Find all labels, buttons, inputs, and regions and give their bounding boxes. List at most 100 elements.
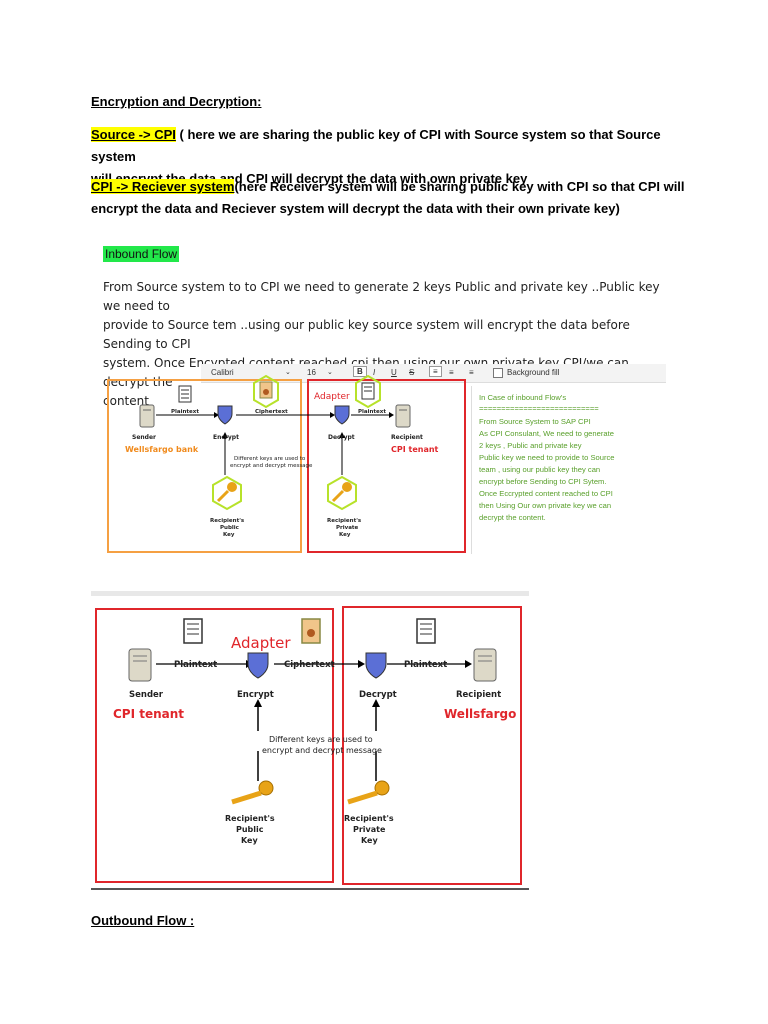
sender-server-icon xyxy=(128,648,152,682)
public-key-label: Recipient's xyxy=(210,518,245,524)
font-name[interactable]: Calibri xyxy=(211,368,234,377)
recipient-server-icon xyxy=(473,648,497,682)
note-line: From Source System to SAP CPI xyxy=(479,417,591,426)
font-dropdown-icon[interactable]: ⌄ xyxy=(285,369,291,376)
left-boundary-box xyxy=(107,379,302,553)
inbound-screenshot: Inbound Flow From Source system to to CP… xyxy=(91,236,669,554)
right-org-label: Wellsfargo xyxy=(444,707,516,721)
paragraph-line: ( here we are sharing the public key of … xyxy=(91,127,661,164)
note-line: 2 keys , Public and private key xyxy=(479,441,582,450)
decrypt-shield-icon xyxy=(334,405,350,425)
private-key-label: Recipient's xyxy=(344,814,394,823)
private-key-icon xyxy=(347,780,390,805)
sender-server-icon xyxy=(139,404,155,428)
recipient-label: Recipient xyxy=(456,690,501,700)
plaintext-label: Plaintext xyxy=(404,660,447,670)
align-left-icon[interactable]: ≡ xyxy=(429,366,442,377)
outbound-diagram: Adapter Plaintext Ciphertext Plaintext S… xyxy=(95,606,522,885)
private-key-label: Private xyxy=(353,825,386,834)
background-fill-label: Background fill xyxy=(507,368,560,377)
encrypt-label: Encrypt xyxy=(213,434,239,441)
sender-label: Sender xyxy=(132,434,156,441)
paragraph-cpi-to-receiver: CPI -> Reciever system(here Receiver sys… xyxy=(91,176,691,220)
inbound-description-line: provide to Source tem ..using our public… xyxy=(103,318,630,351)
left-org-label: CPI tenant xyxy=(113,707,184,721)
inbound-flow-tag: Inbound Flow xyxy=(103,246,180,262)
font-size[interactable]: 16 xyxy=(307,368,316,377)
source-to-cpi-label: Source -> CPI xyxy=(91,127,176,142)
encrypt-shield-icon xyxy=(247,652,269,679)
outbound-heading: Outbound Flow : xyxy=(91,913,195,928)
right-org-label: CPI tenant xyxy=(391,445,439,454)
public-key-icon xyxy=(231,780,274,805)
inbound-diagram: Adapter Plaintext Ciphertext Plaintext S… xyxy=(107,374,466,553)
private-key-label: Key xyxy=(361,836,378,845)
left-org-label: Wellsfargo bank xyxy=(125,445,199,454)
plaintext-label: Plaintext xyxy=(358,409,386,415)
inbound-description-line: From Source system to to CPI we need to … xyxy=(103,280,660,313)
ciphertext-label: Ciphertext xyxy=(284,660,335,670)
outbound-screenshot: Adapter Plaintext Ciphertext Plaintext S… xyxy=(91,591,529,891)
size-dropdown-icon[interactable]: ⌄ xyxy=(327,369,333,376)
public-key-label: Recipient's xyxy=(225,814,275,823)
strike-button[interactable]: S xyxy=(409,368,415,377)
note-line: encrypt before Sending to CPI Sytem. xyxy=(479,477,607,486)
bold-button[interactable]: B xyxy=(353,366,367,377)
encrypt-shield-icon xyxy=(217,405,233,425)
plaintext-label: Plaintext xyxy=(174,660,217,670)
public-key-icon xyxy=(212,475,242,511)
note-line: In Case of inbound Flow's xyxy=(479,393,567,402)
private-key-label: Private xyxy=(336,525,359,531)
recipient-server-icon xyxy=(395,404,411,428)
note-panel: In Case of inbound Flow's ==============… xyxy=(471,386,660,554)
plaintext-document-icon xyxy=(183,618,203,644)
adapter-label: Adapter xyxy=(231,634,291,652)
encrypt-label: Encrypt xyxy=(237,690,274,700)
private-key-label: Key xyxy=(339,532,351,538)
left-boundary-box xyxy=(95,608,334,883)
decrypt-label: Decrypt xyxy=(328,434,355,441)
inbound-description-line: content xyxy=(103,394,149,408)
plaintext-document-icon xyxy=(416,618,436,644)
paragraph-line: (here Receiver system will be sharing pu… xyxy=(234,179,685,194)
keys-note-line: encrypt and decrypt message xyxy=(230,463,313,469)
align-right-icon[interactable]: ≡ xyxy=(469,368,474,377)
sender-label: Sender xyxy=(129,690,164,700)
underline-button[interactable]: U xyxy=(391,368,397,377)
note-line: Once Eccrypted content reached to CPI xyxy=(479,489,613,498)
private-key-icon xyxy=(327,475,357,511)
note-line: As CPI Consulant, We need to generate xyxy=(479,429,614,438)
paragraph-line: encrypt the data and Reciever system wil… xyxy=(91,201,620,216)
right-boundary-box xyxy=(307,379,466,553)
note-line: team , using our public key they can xyxy=(479,465,601,474)
ciphertext-label: Ciphertext xyxy=(255,409,288,415)
decrypt-label: Decrypt xyxy=(359,690,397,700)
adapter-label: Adapter xyxy=(314,392,350,402)
note-line: Public key we need to provide to Source xyxy=(479,453,615,462)
plaintext-document-icon xyxy=(178,385,192,403)
decrypt-shield-icon xyxy=(365,652,387,679)
cpi-to-receiver-label: CPI -> Reciever system xyxy=(91,179,235,194)
public-key-label: Public xyxy=(220,525,239,531)
keys-note-line: Different keys are used to xyxy=(269,735,373,744)
public-key-label: Key xyxy=(241,836,258,845)
ciphertext-document-icon xyxy=(301,618,321,644)
keys-note-line: Different keys are used to xyxy=(234,456,306,462)
note-line: =========================== xyxy=(479,404,599,413)
note-line: then Using Our own private key we can xyxy=(479,501,612,510)
italic-button[interactable]: I xyxy=(373,368,376,377)
right-boundary-box xyxy=(342,606,522,885)
background-fill-checkbox[interactable] xyxy=(493,368,503,378)
editor-toolbar: Calibri ⌄ 16 ⌄ B I U S ≡ ≡ ≡ Background … xyxy=(201,364,666,383)
public-key-label: Key xyxy=(223,532,235,538)
private-key-label: Recipient's xyxy=(327,518,362,524)
recipient-label: Recipient xyxy=(391,434,423,441)
plaintext-label: Plaintext xyxy=(171,409,199,415)
public-key-label: Public xyxy=(236,825,264,834)
plaintext-document-icon xyxy=(355,374,381,409)
ciphertext-document-icon xyxy=(253,374,279,409)
keys-note-line: encrypt and decrypt message xyxy=(262,746,382,755)
align-center-icon[interactable]: ≡ xyxy=(449,368,454,377)
note-line: decrypt the content. xyxy=(479,513,546,522)
page-heading: Encryption and Decryption: xyxy=(91,94,262,109)
